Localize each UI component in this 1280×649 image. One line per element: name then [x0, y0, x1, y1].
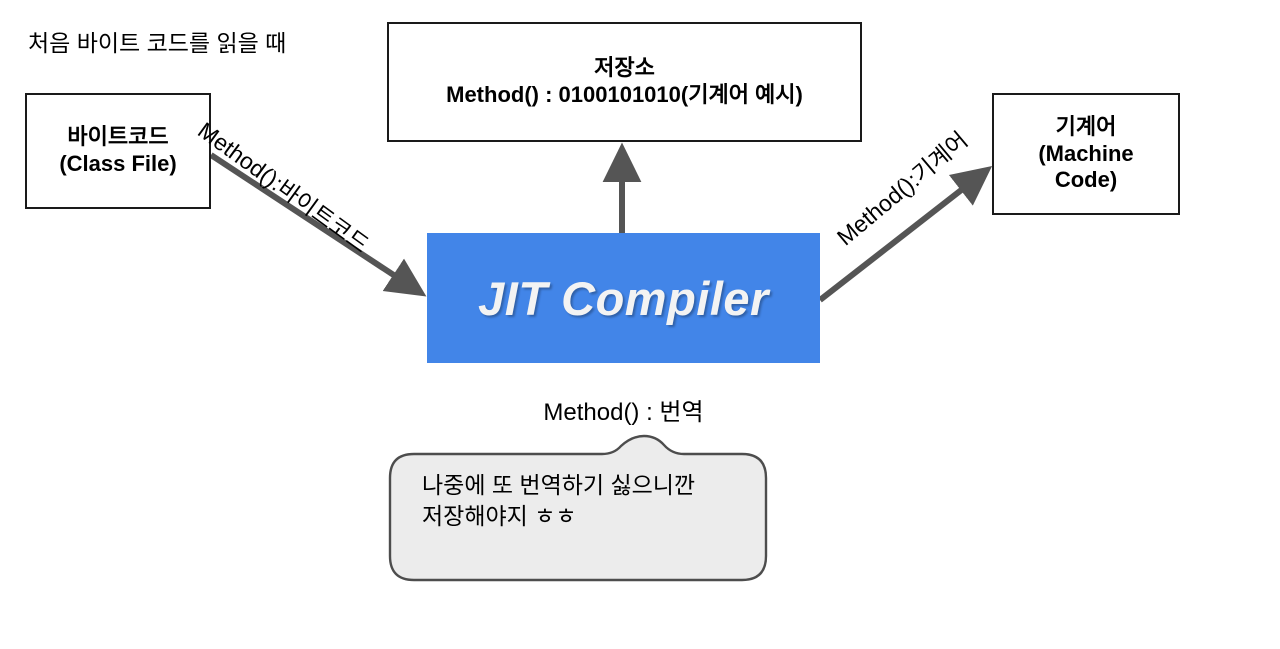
node-machine-code-line3: Code)	[1054, 167, 1118, 193]
node-machine-code-line2: (Machine	[1038, 140, 1134, 166]
node-machine-code-line1: 기계어	[1055, 113, 1117, 139]
node-machine-code-text: 기계어 (Machine Code)	[1038, 114, 1133, 194]
node-bytecode[interactable]: 바이트코드 (Class File)	[25, 93, 211, 209]
callout-line2: 저장해야지 ㅎㅎ	[422, 503, 577, 530]
callout-bubble[interactable]: 나중에 또 번역하기 싫으니깐 저장해야지 ㅎㅎ	[380, 432, 776, 588]
node-storage-text: 저장소 Method() : 0100101010(기계어 예시)	[446, 55, 803, 109]
node-machine-code[interactable]: 기계어 (Machine Code)	[992, 93, 1180, 215]
jit-translate-caption: Method() : 번역	[543, 399, 704, 426]
node-storage-line2: Method() : 0100101010(기계어 예시)	[446, 82, 803, 107]
callout-bubble-text: 나중에 또 번역하기 싫으니깐 저장해야지 ㅎㅎ	[422, 470, 752, 532]
node-bytecode-line2: (Class File)	[59, 151, 177, 176]
node-bytecode-text: 바이트코드 (Class File)	[59, 124, 176, 178]
callout-line1: 나중에 또 번역하기 싫으니깐	[422, 472, 696, 498]
node-storage-line1: 저장소	[594, 55, 655, 81]
node-jit-compiler[interactable]: JIT Compiler	[427, 233, 820, 363]
callout-bubble-shape	[388, 434, 768, 582]
node-storage[interactable]: 저장소 Method() : 0100101010(기계어 예시)	[387, 22, 862, 142]
node-jit-compiler-label: JIT Compiler	[478, 271, 769, 325]
edge-label-bytecode-to-jit: Method():바이트코드	[193, 116, 374, 258]
node-bytecode-line1: 바이트코드	[67, 124, 169, 150]
header-caption: 처음 바이트 코드를 읽을 때	[28, 30, 287, 56]
